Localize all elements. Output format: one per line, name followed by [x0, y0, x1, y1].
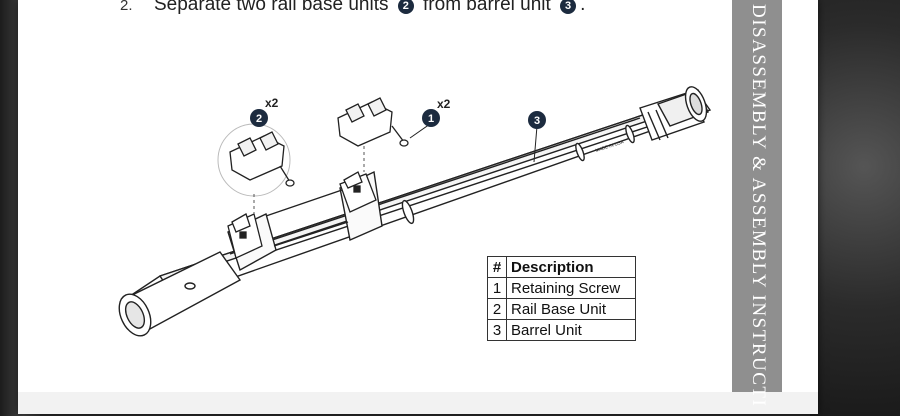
table-row: 3 Barrel Unit: [487, 319, 636, 341]
page-bottom-edge: [18, 392, 818, 414]
leader-3: [533, 125, 538, 163]
table-row: 1 Retaining Screw: [487, 277, 636, 299]
instruction-step: 2. Separate two rail base units 2 from ba…: [120, 0, 585, 16]
callout-1-number: 1: [428, 113, 434, 125]
mounted-rail-front: [339, 171, 377, 213]
row-number: 1: [487, 277, 507, 299]
exploded-view-illustration: MADE IN USA 1 x2 2 x: [118, 86, 712, 337]
parts-table-header: # Description: [487, 256, 636, 278]
callout-3: 3: [528, 111, 546, 129]
header-number: #: [487, 256, 507, 278]
callout-2-qty: x2: [265, 96, 279, 110]
step-text-middle: from barrel unit: [423, 0, 551, 15]
side-heading: Disassembly & Assembly Instructi: [748, 4, 769, 408]
callout-1-qty: x2: [437, 97, 451, 111]
parts-table: # Description 1 Retaining Screw 2 Rail B…: [487, 256, 636, 341]
step-text-end: .: [580, 0, 586, 15]
callout-badge-3: 3: [560, 0, 577, 14]
exploded-rail-right: [337, 97, 409, 147]
exploded-rail-left: [229, 131, 295, 187]
mounted-rail-rear: [227, 213, 263, 259]
callout-1: 1 x2: [422, 97, 451, 127]
callout-badge-2: 2: [397, 0, 414, 14]
callout-2-number: 2: [256, 113, 262, 125]
background-right: [810, 0, 900, 416]
row-description: Barrel Unit: [506, 319, 636, 341]
row-number: 2: [487, 298, 507, 320]
table-row: 2 Rail Base Unit: [487, 298, 636, 320]
step-number: 2.: [120, 0, 133, 14]
leader-1: [409, 123, 431, 139]
row-description: Rail Base Unit: [506, 298, 636, 320]
side-heading-band: [732, 0, 782, 392]
row-description: Retaining Screw: [506, 277, 636, 299]
header-description: Description: [506, 256, 636, 278]
callout-3-number: 3: [534, 115, 540, 127]
callout-2: 2 x2: [250, 96, 279, 127]
step-text-before: Separate two rail base units: [154, 0, 389, 15]
row-number: 3: [487, 319, 507, 341]
